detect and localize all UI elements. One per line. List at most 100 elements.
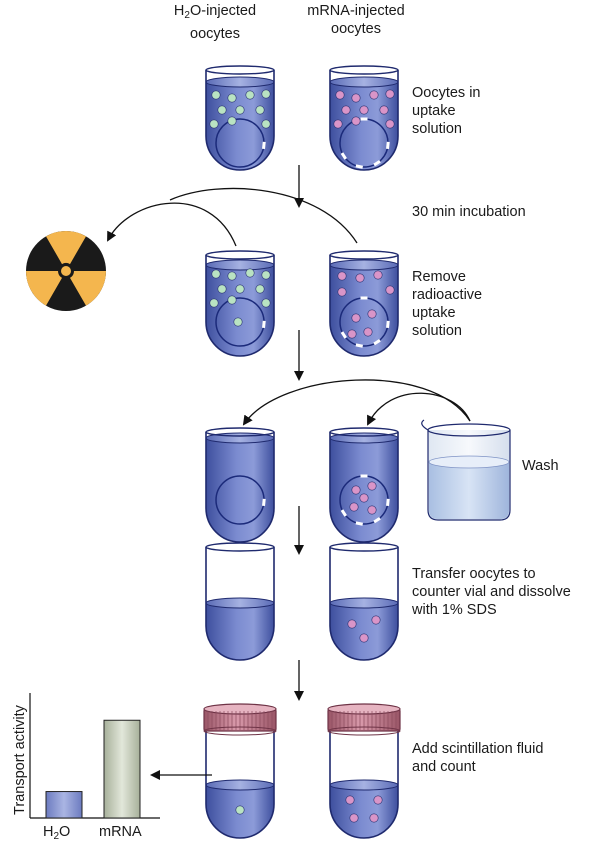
step-label-uptake: Oocytes in uptake solution <box>412 84 597 138</box>
solute-bead <box>385 119 395 129</box>
solute-bead <box>261 270 271 280</box>
liquid-surface <box>205 597 275 609</box>
radiation-blade <box>46 231 86 265</box>
solute-bead <box>359 493 369 503</box>
column-header-mrna-line1: mRNA-injected <box>307 3 405 19</box>
transporter <box>373 516 381 524</box>
tube-mrna-remove <box>329 250 399 357</box>
radioactive-waste-icon <box>26 231 106 311</box>
solute-bead <box>345 795 355 805</box>
tube-liquid <box>206 82 274 170</box>
solute-bead <box>235 284 245 294</box>
solute-bead <box>217 105 227 115</box>
tube-water-sds <box>205 542 275 661</box>
chart-bar-mrna <box>103 719 141 819</box>
liquid-surface <box>329 779 399 791</box>
wash-arrow <box>367 392 471 426</box>
wash-arrow <box>242 379 471 426</box>
solute-bead <box>373 795 383 805</box>
solute-bead <box>337 271 347 281</box>
step-label-transfer: Transfer oocytes to counter vial and dis… <box>412 565 597 619</box>
solute-bead <box>255 105 265 115</box>
solute-bead <box>347 329 357 339</box>
tube-water-remove <box>205 250 275 357</box>
tube-wall <box>329 255 399 357</box>
tube-liquid <box>330 265 398 356</box>
chart-bar-h2o <box>45 791 83 819</box>
step-label-count: Add scintillation fluid and count <box>412 740 597 776</box>
tube-rim <box>205 250 275 260</box>
column-header-water-suffix: O-injected <box>189 3 257 19</box>
step-line: Wash <box>522 458 559 474</box>
transporter <box>262 498 266 507</box>
transporter <box>386 141 390 150</box>
tube-rim <box>329 250 399 260</box>
solute-bead <box>369 90 379 100</box>
solute-bead <box>371 615 381 625</box>
chart-ylabel: Transport activity <box>12 705 28 815</box>
remove-arrow <box>169 187 358 244</box>
step-line: with 1% SDS <box>412 602 497 618</box>
column-header-water: H2O-injected oocytes <box>155 2 275 43</box>
solute-bead <box>209 298 219 308</box>
step-line: solution <box>412 121 462 137</box>
solute-bead <box>233 317 243 327</box>
solute-bead <box>359 633 369 643</box>
transporter <box>355 343 364 348</box>
liquid-surface <box>329 76 399 88</box>
tube-water-uptake <box>205 65 275 171</box>
solute-bead <box>347 619 357 629</box>
solute-bead <box>245 268 255 278</box>
solute-bead <box>235 105 245 115</box>
solute-bead <box>227 93 237 103</box>
transporter <box>355 164 364 169</box>
beaker-liquid <box>429 462 509 519</box>
step-line: uptake <box>412 103 456 119</box>
solute-bead <box>363 327 373 337</box>
transporter <box>386 498 390 507</box>
solute-bead <box>255 284 265 294</box>
chart-xtick-h2o-tail: O <box>59 824 71 840</box>
step-line: radioactive <box>412 287 483 303</box>
solute-bead <box>367 505 377 515</box>
chart-xtick-h2o: H2O <box>43 824 70 842</box>
step-line: Remove <box>412 269 466 285</box>
solute-bead <box>341 105 351 115</box>
transporter <box>262 141 266 150</box>
radiation-blade <box>26 271 62 306</box>
solute-bead <box>355 273 365 283</box>
step-line: Add scintillation fluid <box>412 741 544 757</box>
transporter <box>262 320 266 329</box>
solute-bead <box>349 813 359 823</box>
vial-wall <box>205 722 275 839</box>
step-line: counter vial and dissolve <box>412 584 571 600</box>
tube-liquid <box>206 438 274 542</box>
step-line: Oocytes in <box>412 85 481 101</box>
tube-mrna-uptake <box>329 65 399 171</box>
step-label-incubation: 30 min incubation <box>412 203 597 221</box>
tube-rim <box>329 65 399 75</box>
solute-bead <box>209 119 219 129</box>
tube-wall <box>329 70 399 171</box>
solute-bead <box>227 116 237 126</box>
step-line: and count <box>412 759 476 775</box>
solute-bead <box>211 90 221 100</box>
column-header-water-line2: oocytes <box>190 26 240 42</box>
step-label-wash: Wash <box>522 457 559 475</box>
solute-bead <box>351 116 361 126</box>
solute-bead <box>245 90 255 100</box>
beaker-spout <box>421 419 429 431</box>
solute-bead <box>261 89 271 99</box>
column-header-water-sub: 2 <box>184 10 190 21</box>
solute-bead <box>337 287 347 297</box>
vial-mrna <box>327 703 401 839</box>
solute-bead <box>349 502 359 512</box>
step-line: Transfer oocytes to <box>412 566 536 582</box>
solute-bead <box>261 298 271 308</box>
tube-wall <box>205 70 275 171</box>
solute-bead <box>261 119 271 129</box>
tube-wall <box>205 255 275 357</box>
step-line: 30 min incubation <box>412 204 526 220</box>
transporter <box>373 338 381 346</box>
